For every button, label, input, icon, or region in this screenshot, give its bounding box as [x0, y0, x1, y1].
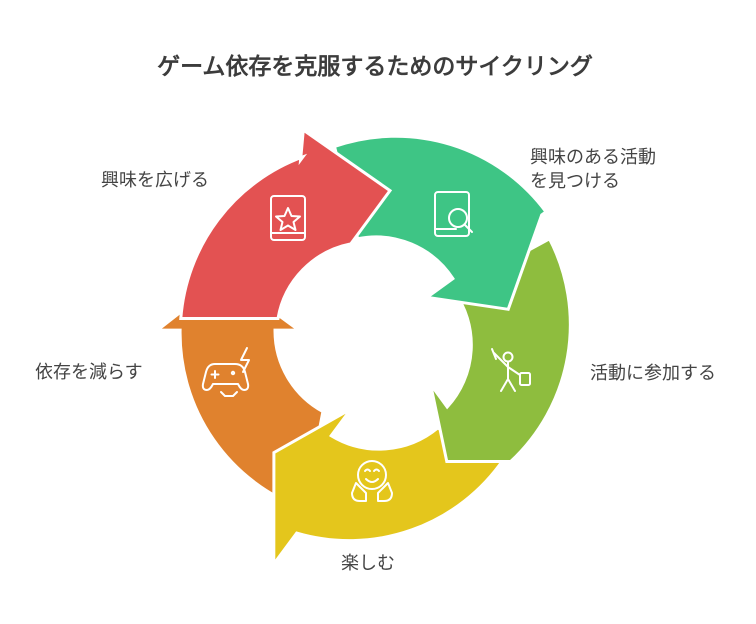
step-label-broaden-interest: 興味を広げる [101, 170, 209, 191]
search-book-icon [434, 191, 473, 237]
step-label-join-activity: 活動に参加する [590, 363, 716, 384]
diagram-title: ゲーム依存を克服するためのサイクリング [157, 53, 593, 80]
step-label-reduce-dependence: 依存を減らす [35, 362, 143, 383]
star-book-icon [270, 195, 306, 241]
smiling-face-icon [351, 460, 393, 502]
person-activity-icon [491, 348, 531, 392]
step-label-find-activity-line1: 興味のある活動 [530, 147, 656, 168]
step-label-enjoy: 楽しむ [341, 553, 395, 574]
cycle-segment-broaden-interest [179, 127, 393, 320]
step-label-find-activity-line2: を見つける [530, 171, 620, 192]
broken-controller-icon [201, 347, 250, 397]
cycle-segment-find-activity [332, 134, 549, 311]
